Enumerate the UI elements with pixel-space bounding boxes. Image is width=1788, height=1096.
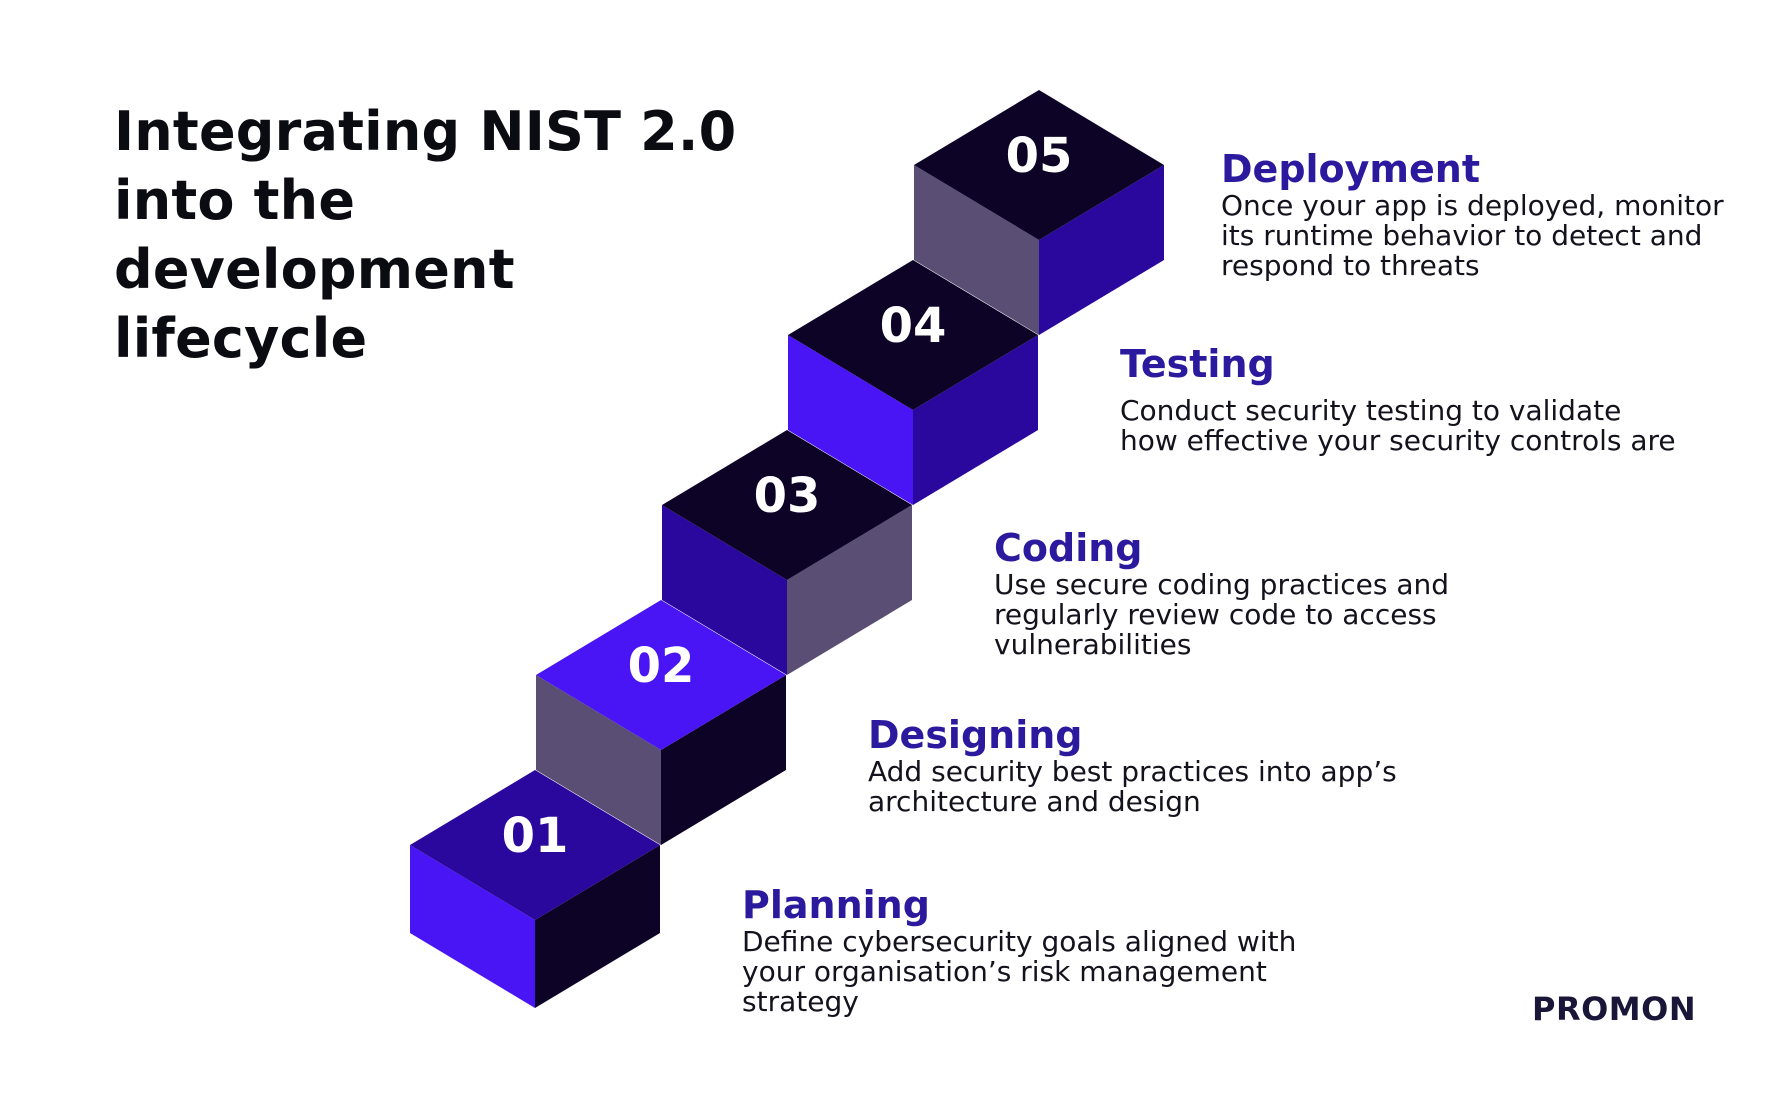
block-01-left-face bbox=[410, 845, 535, 1008]
step-label-designing: Designing Add security best practices in… bbox=[868, 713, 1428, 817]
block-02-left-face bbox=[536, 675, 661, 845]
step-block-04: 04 bbox=[788, 260, 1038, 505]
block-04-top-face bbox=[788, 260, 1038, 410]
step-description: Conduct security testing to validate how… bbox=[1120, 394, 1676, 457]
step-block-05: 05 bbox=[914, 90, 1164, 335]
step-label-deployment: Deployment Once your app is deployed, mo… bbox=[1221, 147, 1761, 281]
step-block-03: 03 bbox=[662, 430, 912, 675]
block-01-top-face bbox=[410, 770, 660, 920]
step-number-05: 05 bbox=[1006, 128, 1073, 184]
step-number-02: 02 bbox=[628, 638, 695, 694]
block-02-right-face bbox=[661, 675, 786, 845]
step-description: Once your app is deployed, monitor its r… bbox=[1221, 189, 1724, 282]
step-label-planning: Planning Define cybersecurity goals alig… bbox=[742, 883, 1302, 1017]
step-number-01: 01 bbox=[502, 808, 569, 864]
block-03-left-face bbox=[662, 505, 787, 675]
step-description: Add security best practices into app’s a… bbox=[868, 755, 1397, 818]
block-05-top-face bbox=[914, 90, 1164, 240]
step-label-testing: Testing Conduct security testing to vali… bbox=[1120, 342, 1680, 456]
step-block-02: 02 bbox=[536, 600, 786, 845]
step-title: Testing bbox=[1120, 342, 1275, 386]
step-title: Coding bbox=[994, 526, 1143, 570]
block-03-right-face bbox=[787, 505, 912, 675]
block-02-top-face bbox=[536, 600, 786, 750]
page-title: Integrating NIST 2.0 into the developmen… bbox=[114, 100, 737, 370]
block-05-right-face bbox=[1039, 165, 1164, 335]
step-label-coding: Coding Use secure coding practices and r… bbox=[994, 526, 1554, 660]
block-03-top-face bbox=[662, 430, 912, 580]
block-05-left-face bbox=[914, 165, 1039, 335]
step-title: Deployment bbox=[1221, 147, 1481, 191]
step-number-04: 04 bbox=[880, 298, 947, 354]
block-04-left-face bbox=[788, 335, 913, 505]
step-number-03: 03 bbox=[754, 468, 821, 524]
step-title: Planning bbox=[742, 883, 930, 927]
step-title: Designing bbox=[868, 713, 1083, 757]
block-04-right-face bbox=[913, 335, 1038, 505]
step-block-01: 01 bbox=[410, 770, 660, 1008]
block-01-right-face bbox=[535, 845, 660, 1008]
step-description: Use secure coding practices and regularl… bbox=[994, 568, 1450, 661]
promon-logo: PROMON bbox=[1532, 990, 1697, 1028]
step-description: Define cybersecurity goals aligned with … bbox=[742, 925, 1297, 1018]
